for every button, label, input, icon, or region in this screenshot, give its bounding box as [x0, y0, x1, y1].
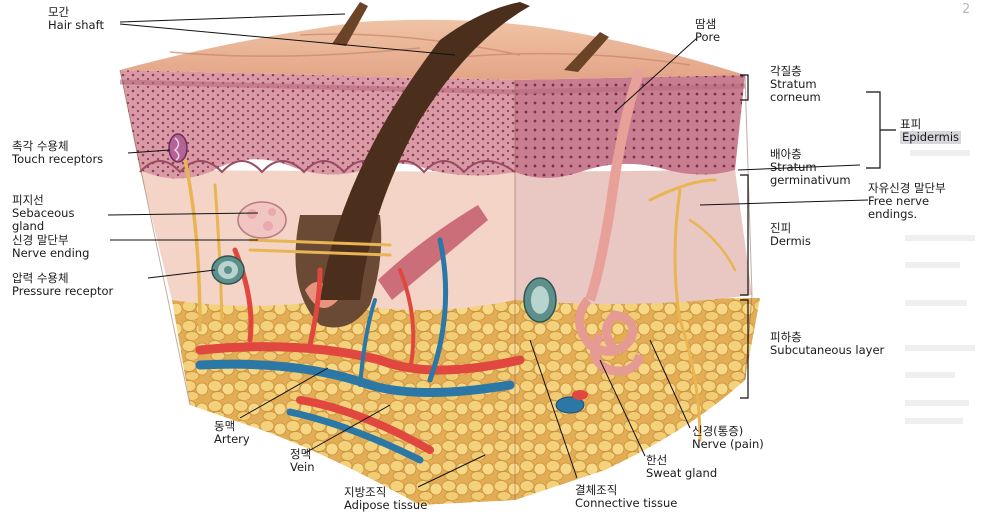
- label-nerve-ending: 신경 말단부 Nerve ending: [12, 234, 89, 260]
- adipose-front: [172, 300, 515, 505]
- label-connective: 결체조직 Connective tissue: [575, 484, 677, 510]
- label-artery: 동맥 Artery: [214, 420, 250, 446]
- label-vein: 정맥 Vein: [290, 448, 315, 474]
- label-stratum-germinativum: 배아층 Stratum germinativum: [770, 148, 851, 187]
- label-sweat-gland: 한선 Sweat gland: [646, 454, 717, 480]
- adipose-side: [515, 298, 760, 500]
- label-touch-en: Touch receptors: [12, 153, 103, 166]
- label-connective-en: Connective tissue: [575, 497, 677, 510]
- label-pressure-en: Pressure receptor: [12, 285, 113, 298]
- page-number: 2: [962, 2, 970, 17]
- label-pressure: 압력 수용체 Pressure receptor: [12, 272, 113, 298]
- label-touch: 촉각 수용체 Touch receptors: [12, 140, 103, 166]
- label-hair-shaft: 모간 Hair shaft: [48, 6, 104, 32]
- label-free-nerve-en2: endings.: [868, 208, 946, 221]
- pressure-receptor: [212, 256, 244, 284]
- sebaceous-gland: [238, 202, 286, 238]
- label-sebaceous-en2: gland: [12, 220, 74, 233]
- pressure-receptor-side: [524, 278, 556, 322]
- label-nerve-pain-en: Nerve (pain): [692, 438, 764, 451]
- label-epidermis: 표피 Epidermis: [900, 118, 961, 144]
- label-stratum-corneum: 각질층 Stratum corneum: [770, 65, 821, 104]
- label-nerve-ending-en: Nerve ending: [12, 247, 89, 260]
- label-pore: 땀샘 Pore: [695, 18, 720, 44]
- label-dermis: 진피 Dermis: [770, 222, 811, 248]
- label-artery-en: Artery: [214, 433, 250, 446]
- label-adipose-en: Adipose tissue: [344, 499, 427, 512]
- label-nerve-pain: 신경(통증) Nerve (pain): [692, 425, 764, 451]
- label-epidermis-en: Epidermis: [900, 131, 961, 144]
- label-sweat-gland-en: Sweat gland: [646, 467, 717, 480]
- label-subcutaneous-en: Subcutaneous layer: [770, 344, 884, 357]
- label-dermis-en: Dermis: [770, 235, 811, 248]
- touch-receptor: [169, 134, 187, 162]
- label-hair-shaft-en: Hair shaft: [48, 19, 104, 32]
- label-subcutaneous: 피하층 Subcutaneous layer: [770, 331, 884, 357]
- label-free-nerve: 자유신경 말단부 Free nerve endings.: [868, 182, 946, 221]
- label-pore-en: Pore: [695, 31, 720, 44]
- label-sebaceous: 피지선 Sebaceous gland: [12, 194, 74, 233]
- label-vein-en: Vein: [290, 461, 315, 474]
- label-stratum-corneum-en2: corneum: [770, 91, 821, 104]
- label-adipose: 지방조직 Adipose tissue: [344, 486, 427, 512]
- label-stratum-germinativum-en2: germinativum: [770, 174, 851, 187]
